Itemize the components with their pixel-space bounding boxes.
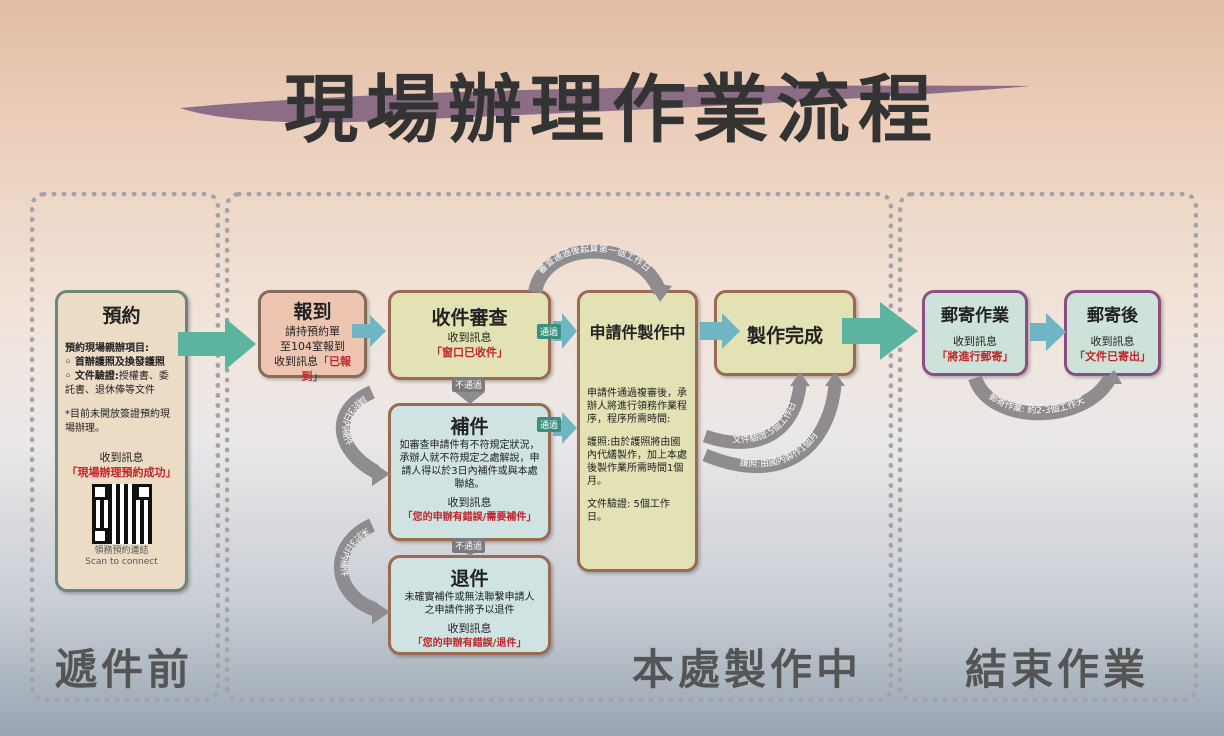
supplement-title: 補件 [450, 416, 489, 438]
arrow-checkin-to-review [352, 315, 386, 347]
mailing-title: 郵寄作業 [941, 306, 1009, 326]
appointment-item-document: ◦ 文件驗證:授權書、委託書、退休俸等文件 [65, 371, 169, 396]
mailing-msg-label: 收到訊息 [953, 335, 997, 348]
complete-title: 製作完成 [746, 325, 823, 347]
production-p2: 護照:由於護照將由國內代繕製作，加上本處後製作業所需時間1個月。 [587, 437, 687, 487]
supplement-desc: 如審查申請件有不符規定狀況，承辦人就不符規定之處解說，申請人得以於3日內補件或與… [399, 440, 540, 490]
withdraw-box: 退件 未確實補件或無法聯繫申請人之申請件將予以退件 收到訊息 「您的申辦有錯誤/… [388, 555, 551, 655]
appointment-note: *目前未開放簽證預約現場辦理。 [65, 409, 170, 434]
review-title: 收件審查 [431, 307, 508, 329]
checkin-title: 報到 [293, 301, 332, 323]
tag-pass-review: 通過 [537, 324, 562, 339]
appointment-box: 預約 預約現場親辦項目: ◦ 首辦護照及換發護照 ◦ 文件驗證:授權書、委託書、… [55, 290, 188, 592]
qr-code[interactable] [91, 484, 152, 544]
svg-text:請於3日內補件: 請於3日內補件 [339, 393, 369, 447]
production-p3: 文件驗證: 5個工作日。 [587, 499, 670, 523]
production-box: 申請件製作中 申請件通過複審後，承辦人將進行領務作業程序，程序所需時間: 護照:… [577, 290, 698, 572]
section-label-processing: 本處製作中 [632, 645, 863, 694]
checkin-line1: 請持預約單 [285, 325, 340, 338]
supplement-msg-label: 收到訊息 [447, 496, 492, 509]
arrow-review-to-supplement [455, 381, 485, 404]
arrow-review-to-production [553, 313, 577, 349]
qr-label-en: Scan to connect [85, 557, 158, 567]
checkin-box: 報到 請持預約單 至104室報到 收到訊息「已報到」 [258, 290, 367, 383]
production-title: 申請件製作中 [589, 323, 686, 342]
label-doc-verify: 文件驗證:5個工作日 [732, 400, 799, 445]
appointment-item-passport: ◦ 首辦護照及換發護照 [65, 357, 165, 368]
review-box: 收件審查 收到訊息 「窗口已收件」 [388, 290, 551, 380]
tag-pass-supplement: 通過 [537, 417, 562, 432]
arrow-production-to-complete [700, 313, 740, 349]
tag-fail-review: 不通過 [452, 377, 486, 392]
appointment-items-title: 預約現場親辦項目: [65, 343, 149, 354]
withdraw-desc: 未確實補件或無法聯繫申請人之申請件將予以退件 [404, 592, 535, 616]
supplement-msg: 「您的申辦有錯誤/需要補件」 [402, 512, 537, 523]
panel-processing [225, 192, 893, 702]
page-title: 現場辦理作業流程 [284, 67, 940, 153]
arrow-complete-to-mailing [842, 302, 918, 360]
appointment-msg-label: 收到訊息 [99, 451, 144, 464]
qr-label: 領務預約連結 [94, 546, 149, 556]
withdraw-msg: 「您的申辦有錯誤/退件」 [412, 638, 527, 649]
svg-text:文件驗證:5個工作日: 文件驗證:5個工作日 [732, 400, 799, 445]
section-label-finish: 結束作業 [965, 645, 1150, 694]
supplement-box: 補件 如審查申請件有不符規定狀況，承辦人就不符規定之處解說，申請人得以於3日內補… [388, 403, 551, 541]
production-p1: 申請件通過複審後，承辦人將進行領務作業程序，程序所需時間: [587, 388, 687, 425]
panel-before [30, 192, 220, 702]
label-withdraw-loop: 未於3日內補件 [338, 525, 372, 578]
arrow-appointment-to-checkin [178, 318, 256, 370]
after-mail-msg-label: 收到訊息 [1090, 335, 1135, 348]
arrow-mailing-to-after [1030, 313, 1066, 351]
appointment-title: 預約 [102, 305, 141, 327]
tag-fail-supplement: 不通過 [452, 538, 486, 553]
mailing-msg: 「將進行郵寄」 [936, 350, 1014, 363]
checkin-msg: 收到訊息「已報到」 [274, 355, 351, 383]
section-label-before: 遞件前 [55, 645, 194, 694]
svg-text:未於3日內補件: 未於3日內補件 [338, 525, 372, 578]
review-msg: 「窗口已收件」 [431, 346, 508, 359]
withdraw-msg-label: 收到訊息 [447, 622, 492, 635]
mailing-box: 郵寄作業 收到訊息 「將進行郵寄」 [922, 290, 1028, 376]
appointment-msg: 「現場辦理預約成功」 [66, 466, 177, 479]
checkin-line2: 至104室報到 [280, 340, 345, 353]
review-msg-label: 收到訊息 [447, 331, 492, 344]
label-supplement-loop: 請於3日內補件 [339, 393, 369, 447]
after-mail-title: 郵寄後 [1087, 306, 1138, 326]
brush-stroke-decoration [180, 85, 1030, 123]
after-mail-msg: 「文件已寄出」 [1074, 350, 1151, 363]
withdraw-title: 退件 [450, 568, 489, 590]
panel-finish [898, 192, 1198, 702]
